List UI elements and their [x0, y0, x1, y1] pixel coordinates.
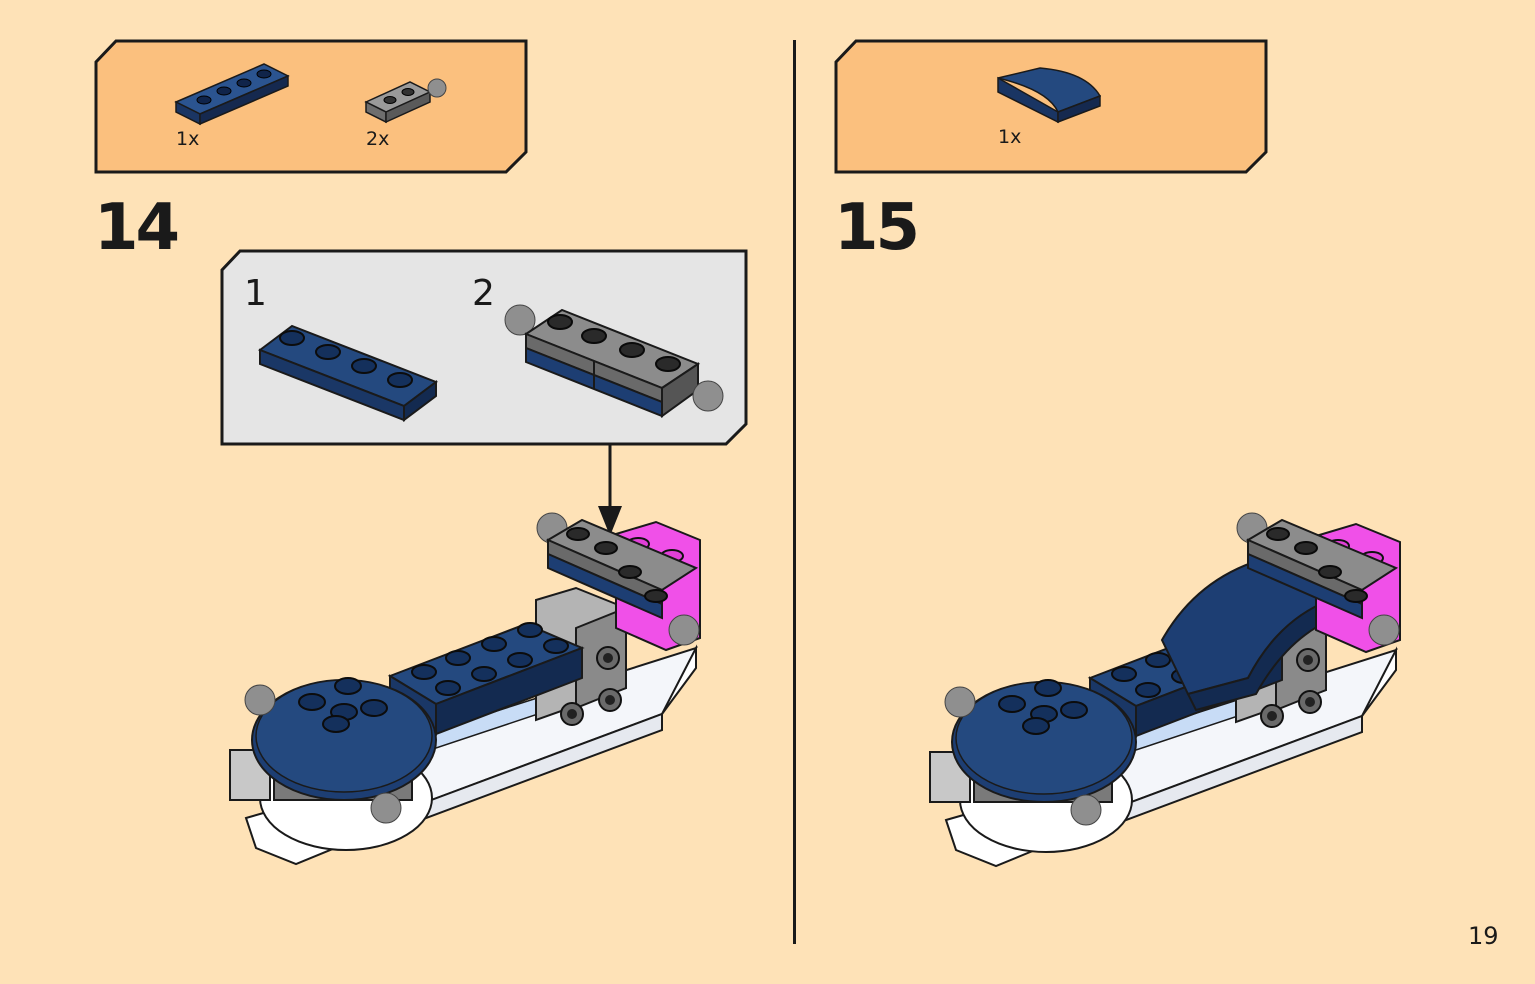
- page-divider: [793, 40, 796, 944]
- dark-blue-plate-1x4-icon: [257, 324, 439, 422]
- part-quantity: 2x: [366, 128, 390, 150]
- part-quantity: 1x: [998, 126, 1022, 148]
- page-number: 19: [1468, 922, 1499, 950]
- parts-box: [94, 39, 528, 174]
- dark-blue-curved-slope-icon: [997, 67, 1102, 124]
- parts-box: [834, 39, 1268, 174]
- step-number: 15: [834, 191, 920, 265]
- subassembly-step-number: 1: [244, 273, 267, 314]
- gray-plate-with-ball-icon: [364, 78, 447, 124]
- step-14: 1x 2x 14 1 2: [94, 39, 748, 866]
- dark-blue-plate-1x4-icon: [174, 63, 290, 126]
- placement-arrow-icon: [598, 444, 622, 536]
- step-14-vehicle-model: [229, 512, 701, 866]
- gray-plate-ball-pair-icon: [504, 304, 724, 418]
- step-number: 14: [94, 191, 180, 265]
- step-15: 1x 15: [796, 0, 1535, 984]
- step-15-vehicle-model: [929, 512, 1401, 868]
- subassembly-step-number: 2: [472, 273, 495, 314]
- part-quantity: 1x: [176, 128, 200, 150]
